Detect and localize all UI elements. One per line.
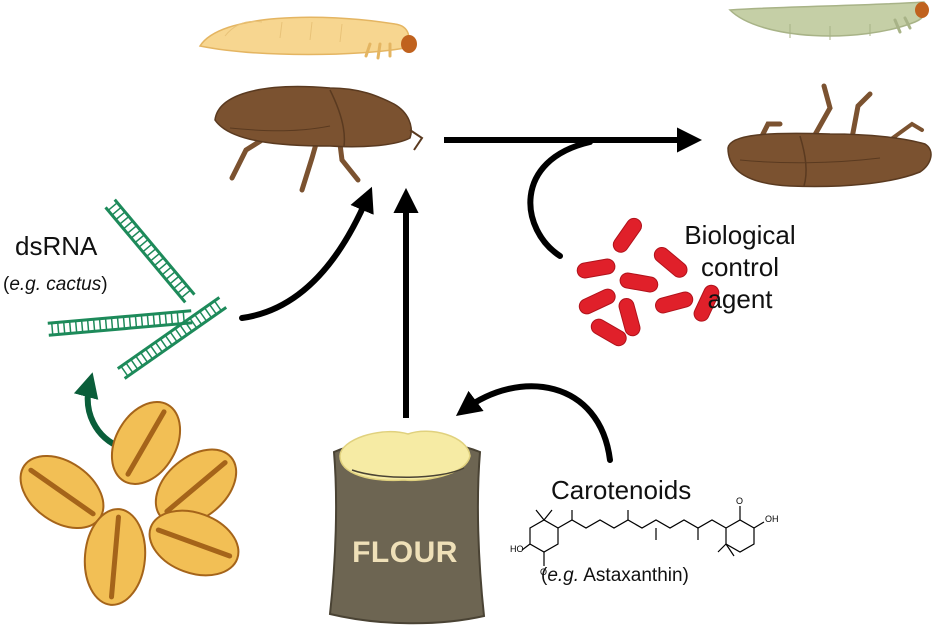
healthy-beetle-icon [214, 85, 424, 193]
carotenoids-title: Carotenoids [551, 475, 692, 505]
arrow-carotenoids-to-flour [455, 383, 613, 463]
flour-sack-icon [328, 430, 486, 625]
chem-oh-left: HO [510, 544, 524, 554]
bio-label-line1: Biological [684, 220, 796, 250]
healthy-larva-icon [198, 16, 417, 60]
dsrna-example-italic: e.g. cactus [9, 274, 102, 295]
chem-o-right: O [736, 496, 743, 506]
dsrna-example-suffix: ) [101, 274, 108, 295]
chem-o-left: O [540, 567, 547, 577]
bio-label-line2: control [700, 252, 780, 282]
dsrna-example: (e.g. cactus) [3, 273, 108, 297]
bio-label-line3: agent [707, 284, 773, 314]
dead-beetle-icon [727, 83, 932, 188]
carot-example-rest: Astaxanthin) [579, 565, 689, 586]
flour-label: FLOUR [352, 536, 458, 569]
carotenoids-example: (e.g. Astaxanthin) [541, 564, 689, 588]
bacteria-icon [576, 217, 720, 347]
arrow-dsrna-to-beetle [239, 186, 374, 321]
carot-example-prefix: ( [541, 565, 548, 586]
biological-control-agent-label: Biological control agent [678, 219, 802, 315]
wheat-seeds-icon [19, 401, 240, 606]
chem-oh-right: OH [765, 514, 779, 524]
dsrna-title: dsRNA [15, 231, 98, 261]
astaxanthin-structure-icon [521, 506, 765, 566]
arrow-from-bio-agent [527, 139, 593, 259]
infected-larva-icon [728, 1, 929, 40]
dsrna-icon [47, 198, 228, 380]
dsrna-example-prefix: ( [3, 274, 10, 295]
carot-example-italic: e.g. [547, 565, 580, 586]
